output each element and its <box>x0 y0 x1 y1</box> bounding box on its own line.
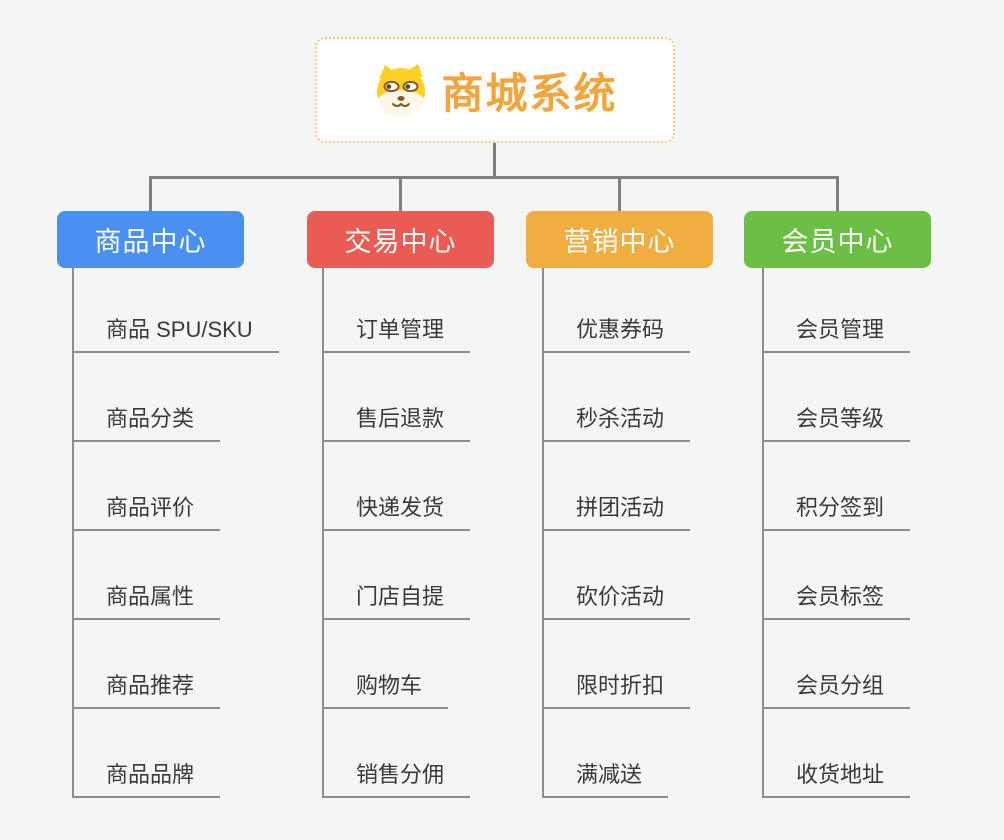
connector-drop-marketing <box>618 176 621 212</box>
topic-item[interactable]: 购物车 <box>324 620 449 709</box>
branch-node-marketing[interactable]: 营销中心 <box>526 211 713 268</box>
topic-item[interactable]: 商品推荐 <box>74 620 221 709</box>
branch-node-product[interactable]: 商品中心 <box>57 211 244 268</box>
topic-item[interactable]: 满减送 <box>544 709 669 798</box>
topic-item[interactable]: 砍价活动 <box>544 531 691 620</box>
topic-item[interactable]: 秒杀活动 <box>544 353 691 442</box>
root-title: 商城系统 <box>441 69 618 117</box>
root-node[interactable]: 商城系统 <box>315 37 675 143</box>
topic-item[interactable]: 门店自提 <box>324 531 471 620</box>
branch-column-marketing: 优惠券码 秒杀活动 拼团活动 砍价活动 限时折扣 满减送 <box>542 264 691 798</box>
branch-column-product: 商品 SPU/SKU 商品分类 商品评价 商品属性 商品推荐 商品品牌 <box>72 264 279 798</box>
topic-item[interactable]: 会员标签 <box>764 531 911 620</box>
branch-label: 交易中心 <box>344 227 457 257</box>
topic-item[interactable]: 收货地址 <box>764 709 911 798</box>
topic-item[interactable]: 商品评价 <box>74 442 221 531</box>
topic-item[interactable]: 会员分组 <box>764 620 911 709</box>
topic-item[interactable]: 销售分佣 <box>324 709 471 798</box>
branch-column-member: 会员管理 会员等级 积分签到 会员标签 会员分组 收货地址 <box>762 264 911 798</box>
connector-bus <box>149 176 839 179</box>
branch-label: 营销中心 <box>563 227 676 257</box>
connector-drop-trade <box>399 176 402 212</box>
branch-node-trade[interactable]: 交易中心 <box>307 211 494 268</box>
topic-item[interactable]: 商品品牌 <box>74 709 221 798</box>
branch-column-trade: 订单管理 售后退款 快递发货 门店自提 购物车 销售分佣 <box>322 264 471 798</box>
branch-node-member[interactable]: 会员中心 <box>744 211 931 268</box>
topic-item[interactable]: 积分签到 <box>764 442 911 531</box>
topic-item[interactable]: 快递发货 <box>324 442 471 531</box>
topic-item[interactable]: 订单管理 <box>324 264 471 353</box>
connector-root-stem <box>493 140 496 178</box>
topic-item[interactable]: 商品 SPU/SKU <box>74 264 279 353</box>
branch-label: 商品中心 <box>94 227 207 257</box>
topic-item[interactable]: 会员管理 <box>764 264 911 353</box>
connector-drop-product <box>149 176 152 212</box>
connector-drop-member <box>836 176 839 212</box>
branch-label: 会员中心 <box>781 227 894 257</box>
topic-item[interactable]: 拼团活动 <box>544 442 691 531</box>
topic-item[interactable]: 会员等级 <box>764 353 911 442</box>
topic-item[interactable]: 售后退款 <box>324 353 471 442</box>
topic-item[interactable]: 商品分类 <box>74 353 221 442</box>
topic-item[interactable]: 优惠券码 <box>544 264 691 353</box>
topic-item[interactable]: 限时折扣 <box>544 620 691 709</box>
topic-item[interactable]: 商品属性 <box>74 531 221 620</box>
shiba-dog-icon <box>377 64 426 116</box>
